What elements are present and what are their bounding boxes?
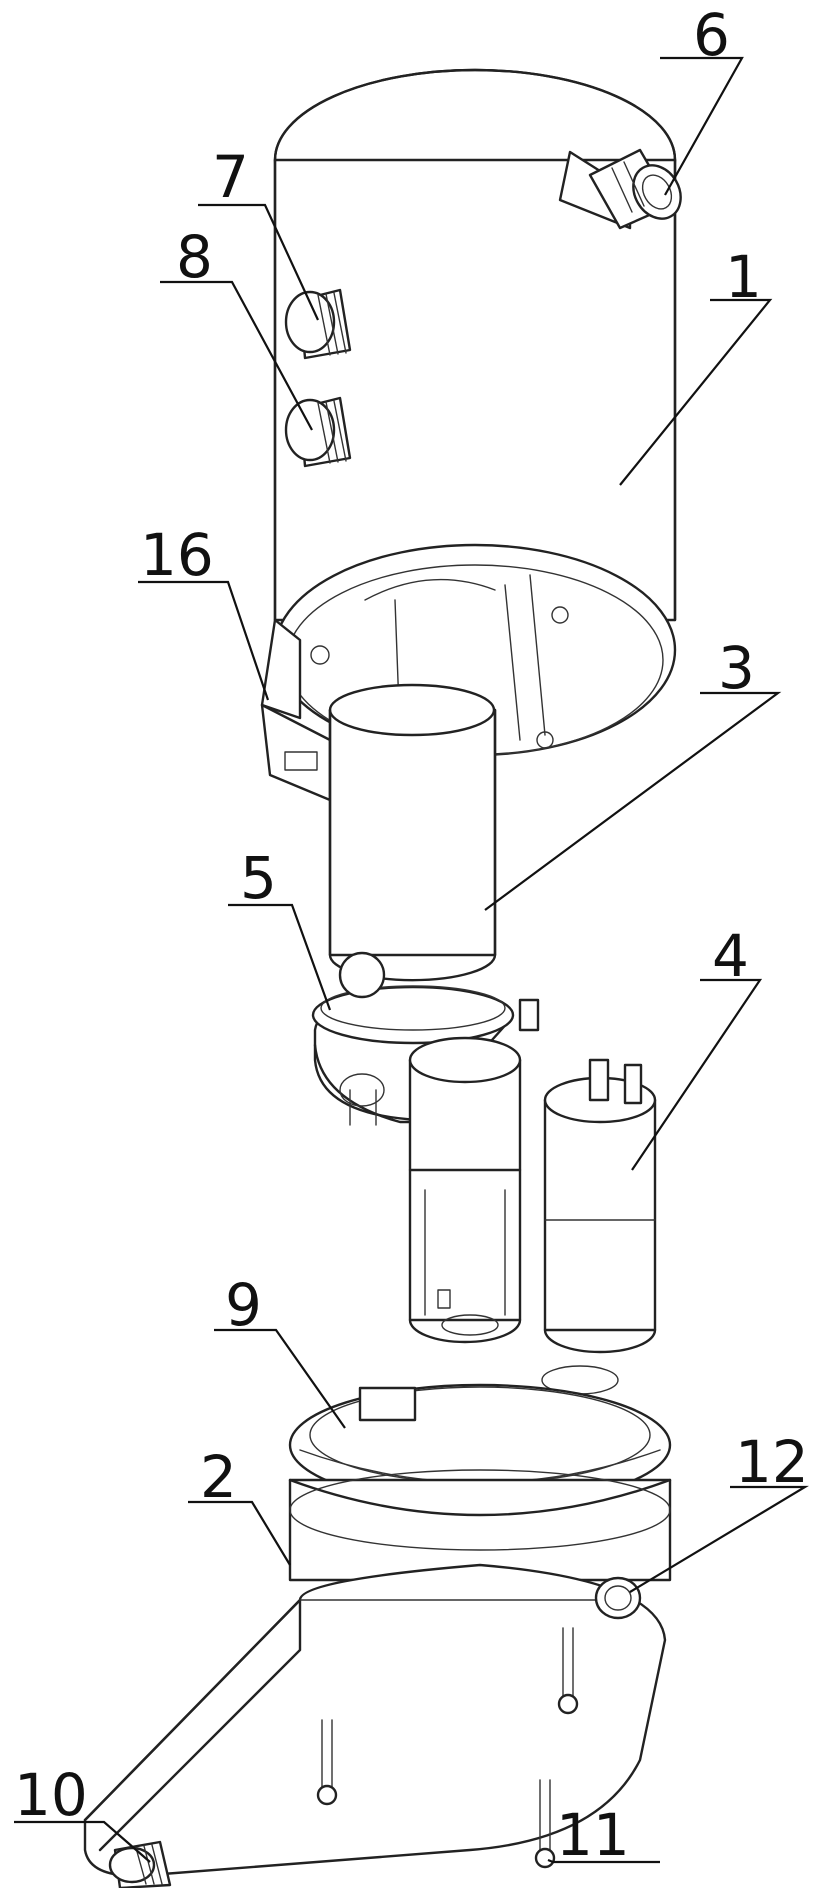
label-6: 6 <box>693 1 730 69</box>
label-4: 4 <box>712 922 749 990</box>
lower-base-part-2 <box>83 1469 672 1877</box>
connector-part-6 <box>588 148 682 230</box>
label-5: 5 <box>240 844 277 912</box>
label-7: 7 <box>212 143 249 211</box>
motor-assembly-part-4 <box>408 1036 657 1395</box>
label-9: 9 <box>225 1271 262 1339</box>
knob-part-8 <box>284 396 352 468</box>
label-16: 16 <box>140 521 214 589</box>
threaded-connector-part-10 <box>108 1840 172 1888</box>
label-11: 11 <box>556 1801 630 1869</box>
leader-lines <box>14 56 809 1864</box>
label-1: 1 <box>725 243 762 311</box>
label-8: 8 <box>176 223 213 291</box>
label-3: 3 <box>718 634 755 702</box>
label-12: 12 <box>735 1428 809 1496</box>
part-labels: 6 7 8 1 16 3 5 4 9 2 12 10 11 <box>14 1 809 1869</box>
label-2: 2 <box>200 1443 237 1511</box>
label-10: 10 <box>14 1761 88 1829</box>
inner-cylinder-part-3 <box>328 683 497 982</box>
